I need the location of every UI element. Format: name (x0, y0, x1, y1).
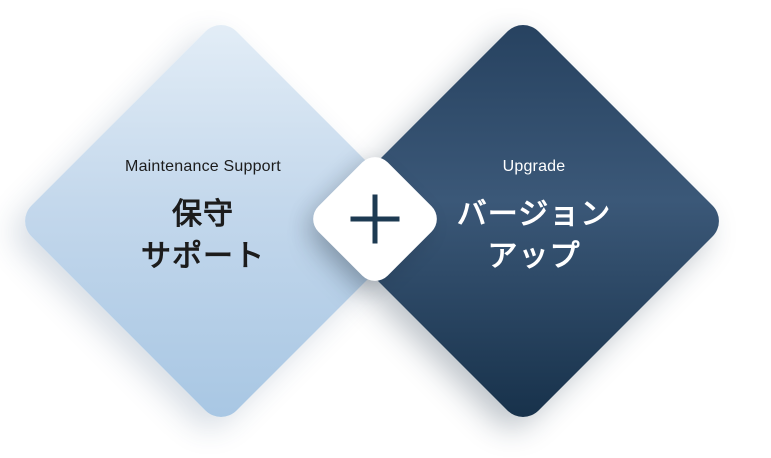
upgrade-subtitle: Upgrade (502, 158, 566, 175)
upgrade-title-line2: アップ (487, 239, 581, 274)
maintenance-support-labels: Maintenance Support 保守 サポート (83, 158, 323, 278)
upgrade-title-line1: バージョン (456, 197, 612, 232)
upgrade-labels: Upgrade バージョン アップ (414, 158, 654, 278)
maintenance-support-title-line2: サポート (141, 239, 265, 274)
maintenance-support-title-line1: 保守 (172, 197, 234, 232)
plus-icon (350, 194, 400, 244)
maintenance-support-subtitle: Maintenance Support (125, 158, 281, 175)
